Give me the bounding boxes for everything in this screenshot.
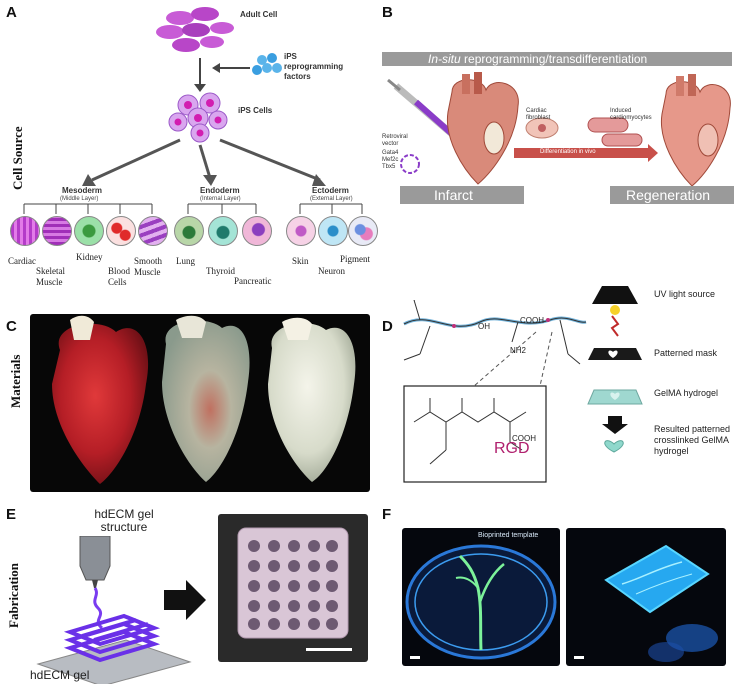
uv-ray-icon (610, 315, 620, 337)
cooh-label-top: COOH (520, 316, 544, 325)
kidney-cell-icon (74, 216, 104, 246)
mesoderm-label: Mesoderm (62, 186, 103, 195)
ips-factor-spheres (252, 53, 282, 75)
panel-label-e: E (6, 506, 17, 523)
panel-label-a: A (6, 4, 17, 21)
pigment-cell-icon (348, 216, 378, 246)
genes-label: Gata4 Mef2c Tbx5 (382, 150, 399, 170)
retroviral-vector-label: Retroviral vector (382, 134, 408, 147)
nozzle-icon (79, 536, 111, 581)
skeletal-muscle-cell-icon (42, 216, 72, 246)
ectoderm-label: Ectoderm (312, 186, 349, 195)
print-bed (36, 639, 192, 684)
uv-lamp-icon (592, 286, 638, 304)
blood-cell-icon (106, 216, 136, 246)
lung-cell-icon (174, 216, 204, 246)
scale-bar-left (410, 656, 420, 659)
regeneration-heart-icon (660, 74, 731, 187)
panel-b-title-bar: In-situ reprogramming/transdifferentiati… (382, 52, 732, 66)
result-label: Resulted patterned crosslinked GelMA hyd… (654, 424, 731, 456)
patterned-mask-label: Patterned mask (654, 348, 718, 358)
skin-cell-icon (286, 216, 316, 246)
panel-b-title-rest: reprogramming/transdifferentiation (460, 52, 648, 66)
bioprinted-template-label: Bioprinted template (478, 532, 539, 539)
uv-light-label: UV light source (654, 289, 716, 299)
patterned-heart-hydrogel-icon (604, 440, 624, 453)
smooth-muscle-label: Smooth Muscle (134, 256, 163, 277)
ips-factors-label: iPS reprogramming factors (284, 52, 344, 81)
nh2-label: NH2 (510, 346, 527, 355)
pancreatic-cell-icon (242, 216, 272, 246)
adult-cell-cluster (156, 7, 234, 52)
endoderm-label: Endoderm (200, 186, 240, 195)
panel-label-c: C (6, 318, 17, 335)
neuron-cell-icon (318, 216, 348, 246)
ectoderm-sub-label: (External Layer) (310, 196, 353, 202)
printed-lattice (63, 613, 161, 663)
side-label-fabrication: Fabrication (6, 563, 21, 628)
gelma-structure-diagram (403, 300, 587, 483)
hdecm-structure-label: hdECM gel structure (94, 507, 154, 534)
ips-cells-label: iPS Cells (238, 106, 273, 115)
panel-label-b: B (382, 4, 393, 21)
decellularized-hearts-photo (30, 314, 370, 492)
cardiac-cell-icon (10, 216, 40, 246)
down-arrow-icon (602, 416, 628, 434)
thyroid-cell-icon (208, 216, 238, 246)
smooth-muscle-cell-icon (138, 216, 168, 246)
blood-cells-label: Blood Cells (108, 266, 131, 287)
adult-cell-label: Adult Cell (240, 10, 278, 19)
scale-bar (306, 648, 352, 651)
kidney-label: Kidney (76, 252, 103, 262)
thyroid-label: Thyroid (206, 266, 235, 276)
skeletal-muscle-label: Skeletal Muscle (36, 266, 65, 287)
infarct-bar: Infarct (400, 186, 524, 204)
panel-b-title-italic: In-situ (428, 52, 461, 66)
oh-label: OH (478, 322, 490, 331)
panel-label-f: F (382, 506, 392, 523)
printed-gel-photo (218, 514, 368, 662)
bioprinted-template-photo (402, 528, 560, 666)
regeneration-label: Regeneration (626, 187, 711, 203)
panel-b-diagram (387, 72, 731, 187)
lung-label: Lung (176, 256, 195, 266)
printed-tissue-photo (566, 528, 726, 666)
induced-cardiomyocytes-label: Induced cardiomyocytes (610, 108, 652, 121)
pancreatic-label: Pancreatic (234, 276, 272, 286)
panel-label-d: D (382, 318, 393, 335)
skin-label: Skin (292, 256, 309, 266)
induced-cardiomyocytes-icon (587, 117, 643, 147)
scale-bar-right (574, 656, 584, 659)
cardiac-fibroblast-label: Cardiac fibroblast (526, 108, 551, 121)
pigment-label: Pigment (340, 254, 371, 264)
side-label-materials: Materials (8, 354, 23, 408)
arrow-right-icon (164, 580, 206, 620)
photolithography-stack (587, 286, 643, 453)
cooh-label-bottom: COOH (512, 434, 536, 443)
regeneration-bar: Regeneration (610, 186, 734, 204)
endoderm-sub-label: (Internal Layer) (200, 196, 241, 202)
rgd-label: RGD (494, 440, 530, 457)
neuron-label: Neuron (318, 266, 345, 276)
infarct-heart-icon (446, 72, 519, 185)
hdecm-gel-label: hdECM gel (30, 668, 90, 682)
gelma-hydrogel-label: GelMA hydrogel (654, 388, 719, 398)
ips-cell-cluster (168, 92, 228, 143)
differentiation-label: Differentiation in vivo (540, 149, 596, 155)
cardiac-fibroblast-icon (525, 117, 559, 139)
mesoderm-sub-label: (Middle Layer) (60, 196, 99, 202)
infarct-label: Infarct (434, 187, 473, 203)
hearts-illustration (52, 315, 356, 484)
panel-a-diagram (23, 7, 363, 214)
cardiac-label: Cardiac (8, 256, 36, 266)
bioprinter-diagram (36, 536, 192, 684)
